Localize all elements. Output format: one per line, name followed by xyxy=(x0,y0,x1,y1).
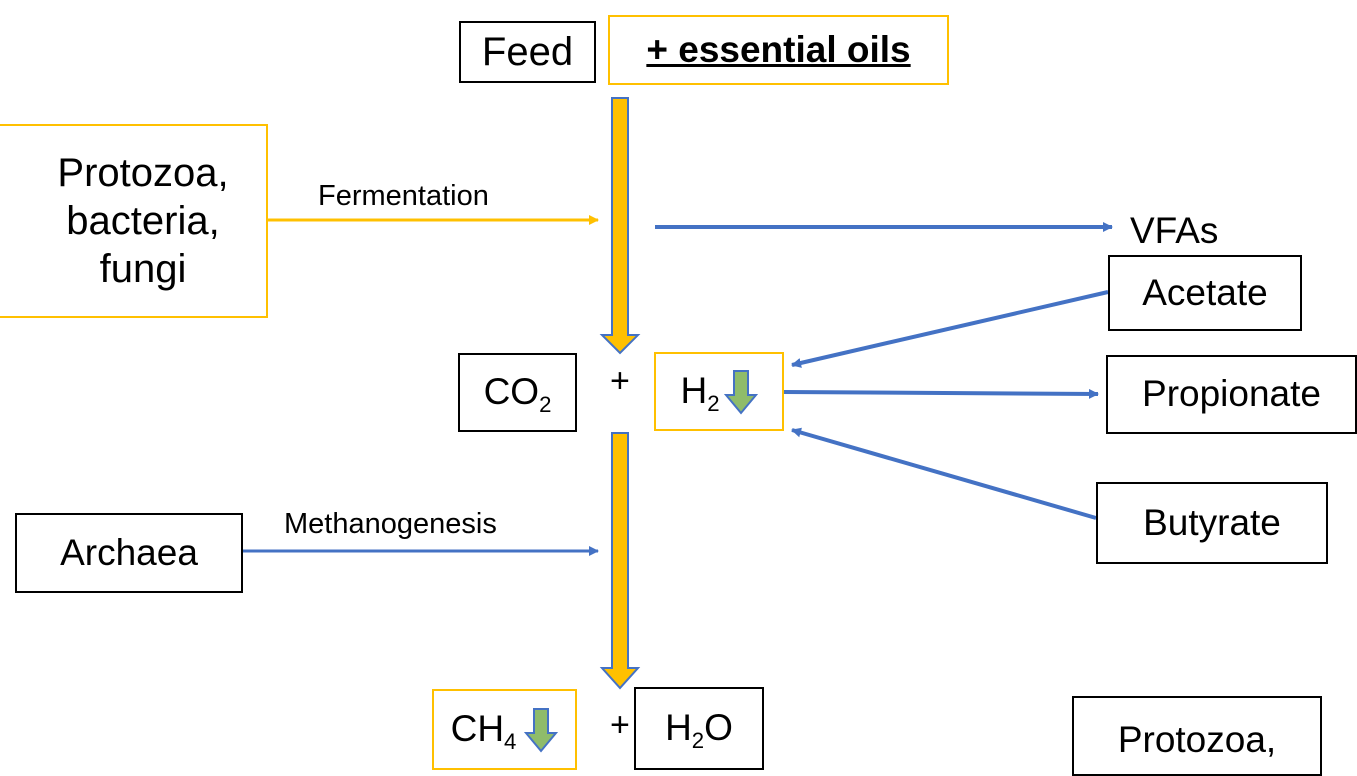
feed-label: Feed xyxy=(481,30,574,74)
methanogenesis-label: Methanogenesis xyxy=(284,508,497,540)
h2o-subscript: 2 xyxy=(691,728,705,754)
microbes-line-1: Protozoa, xyxy=(57,151,229,195)
archaea-box: Archaea xyxy=(15,513,243,593)
co2-formula: CO2 xyxy=(483,370,552,418)
h2-decrease-icon xyxy=(723,369,758,415)
plus-bottom: + xyxy=(610,706,630,744)
propionate-label: Propionate xyxy=(1142,373,1321,415)
ch4-formula: CH4 xyxy=(450,707,517,755)
vfas-label: VFAs xyxy=(1130,210,1219,251)
acetate-box: Acetate xyxy=(1108,255,1302,331)
microbes-line-3: fungi xyxy=(99,247,187,291)
feed-to-products-arrow xyxy=(599,97,641,355)
feed-box: Feed xyxy=(459,21,596,83)
h2-formula: H2 xyxy=(680,369,720,417)
products-to-methane-arrow xyxy=(599,432,641,690)
co2-subscript: 2 xyxy=(539,392,552,418)
h2o-formula: H2O xyxy=(665,706,733,754)
h2-base: H xyxy=(680,370,708,412)
h2-box: H2 xyxy=(654,352,784,431)
butyrate-to-h2-arrow xyxy=(791,427,1097,520)
ch4-box: CH4 xyxy=(432,689,577,770)
h2-subscript: 2 xyxy=(707,391,720,417)
h2-to-propionate-arrow xyxy=(783,388,1099,399)
acetate-to-h2-arrow xyxy=(791,290,1109,368)
microbes-box: Protozoa, bacteria, fungi xyxy=(0,124,268,318)
butyrate-box: Butyrate xyxy=(1096,482,1328,564)
protozoa-partial-box: Protozoa, xyxy=(1072,696,1322,776)
h2o-base: H xyxy=(665,707,692,749)
butyrate-label: Butyrate xyxy=(1143,501,1281,543)
co2-box: CO2 xyxy=(458,353,577,432)
archaea-label: Archaea xyxy=(60,531,198,573)
ch4-subscript: 4 xyxy=(504,729,517,755)
fermentation-label: Fermentation xyxy=(318,180,489,212)
co2-base: CO xyxy=(483,371,540,413)
microbes-line-2: bacteria, xyxy=(66,199,220,243)
h2o-box: H2O xyxy=(634,687,764,770)
essential-oils-box: + essential oils xyxy=(608,15,949,85)
ch4-base: CH xyxy=(450,708,505,750)
propionate-box: Propionate xyxy=(1106,355,1357,434)
protozoa-partial-label: Protozoa, xyxy=(1117,719,1277,760)
plus-middle: + xyxy=(610,362,630,400)
essential-oils-label: + essential oils xyxy=(646,28,911,70)
ch4-decrease-icon xyxy=(524,707,559,753)
h2o-tail: O xyxy=(704,707,733,749)
acetate-label: Acetate xyxy=(1142,271,1268,313)
